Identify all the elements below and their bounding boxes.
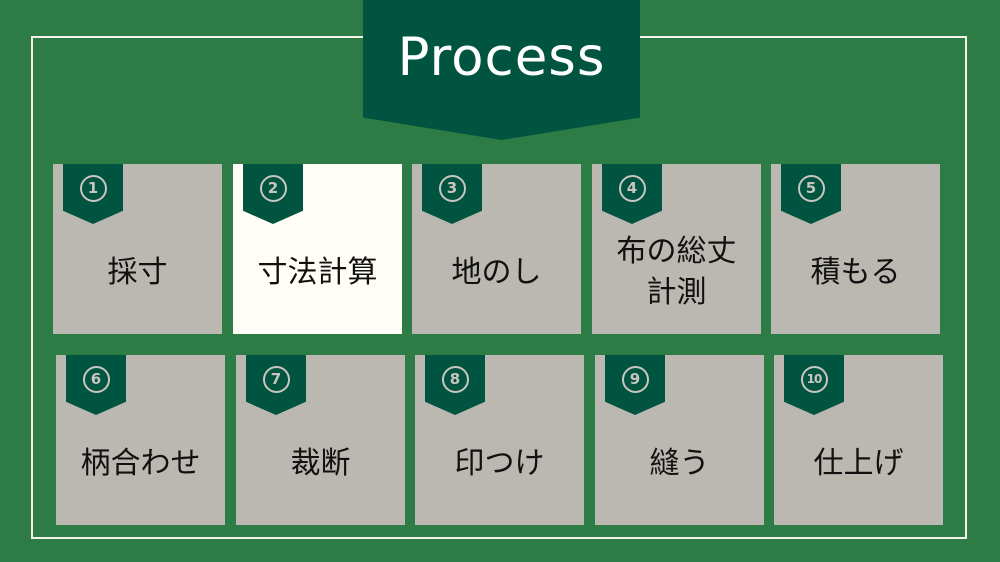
step-label: 地のし xyxy=(451,254,542,290)
step-label: 裁断 xyxy=(290,445,351,481)
title-banner: Process xyxy=(363,0,640,140)
step-badge: 4 xyxy=(602,164,662,224)
step-number: 2 xyxy=(259,175,287,202)
step-badge: 6 xyxy=(66,355,126,415)
step-number: 7 xyxy=(262,366,290,393)
step-badge: 2 xyxy=(243,164,303,224)
step-label: 寸法計算 xyxy=(257,254,378,290)
step-badge: 7 xyxy=(246,355,306,415)
step-label: 柄合わせ xyxy=(80,445,201,481)
step-number: 6 xyxy=(82,366,110,393)
step-number: 9 xyxy=(621,366,649,393)
step-badge: 9 xyxy=(605,355,665,415)
step-label: 仕上げ xyxy=(813,445,904,481)
step-number: 3 xyxy=(438,175,466,202)
step-badge: 5 xyxy=(781,164,841,224)
step-card-9[interactable]: 9 縫う xyxy=(595,355,764,525)
step-number: 10 xyxy=(800,366,828,393)
step-card-4[interactable]: 4 布の総丈 計測 xyxy=(592,164,761,334)
step-card-6[interactable]: 6 柄合わせ xyxy=(56,355,225,525)
step-card-7[interactable]: 7 裁断 xyxy=(236,355,405,525)
step-card-8[interactable]: 8 印つけ xyxy=(415,355,584,525)
step-badge: 10 xyxy=(784,355,844,415)
step-label: 積もる xyxy=(810,254,901,290)
step-label: 布の総丈 計測 xyxy=(616,234,737,310)
step-card-1[interactable]: 1 採寸 xyxy=(53,164,222,334)
step-card-5[interactable]: 5 積もる xyxy=(771,164,940,334)
step-badge: 3 xyxy=(422,164,482,224)
step-card-3[interactable]: 3 地のし xyxy=(412,164,581,334)
step-card-2[interactable]: 2 寸法計算 xyxy=(233,164,402,334)
step-badge: 8 xyxy=(425,355,485,415)
page-title: Process xyxy=(397,27,606,88)
step-number: 8 xyxy=(441,366,469,393)
step-label: 縫う xyxy=(649,445,710,481)
step-number: 1 xyxy=(79,175,107,202)
step-card-10[interactable]: 10 仕上げ xyxy=(774,355,943,525)
step-label: 採寸 xyxy=(107,254,168,290)
step-badge: 1 xyxy=(63,164,123,224)
step-label: 印つけ xyxy=(454,445,545,481)
step-number: 5 xyxy=(797,175,825,202)
step-number: 4 xyxy=(618,175,646,202)
